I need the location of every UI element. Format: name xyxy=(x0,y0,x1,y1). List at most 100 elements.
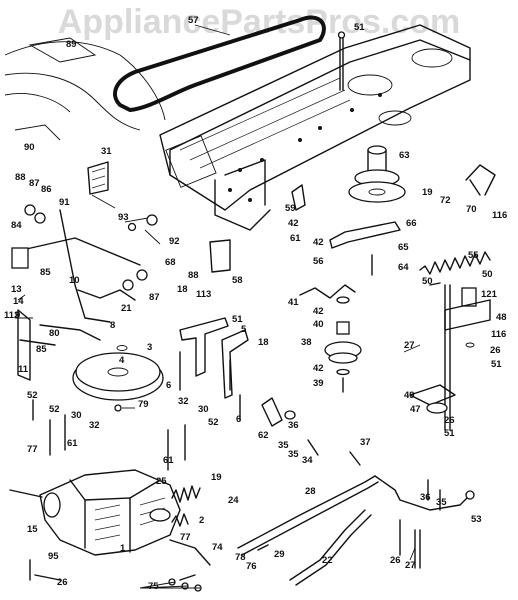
part-label-88: 88 xyxy=(188,270,199,281)
part-label-41: 41 xyxy=(288,297,299,308)
part-label-57: 57 xyxy=(188,15,199,26)
part-label-26: 26 xyxy=(390,555,401,566)
part-label-56: 56 xyxy=(313,256,324,267)
part-label-93: 93 xyxy=(118,212,129,223)
part-label-89: 89 xyxy=(66,39,77,50)
part-label-86: 86 xyxy=(41,184,52,195)
part-label-35: 35 xyxy=(288,449,299,460)
part-label-25: 25 xyxy=(156,476,167,487)
part-label-8: 8 xyxy=(110,320,115,331)
transaxle xyxy=(9,469,211,566)
part-label-78: 78 xyxy=(235,552,246,563)
part-label-30: 30 xyxy=(71,410,82,421)
part-label-113: 113 xyxy=(196,289,211,300)
part-label-27: 27 xyxy=(405,560,416,571)
part-label-62: 62 xyxy=(258,430,269,441)
part-label-48: 48 xyxy=(496,312,507,323)
part-label-24: 24 xyxy=(228,495,239,506)
part-label-80: 80 xyxy=(49,328,60,339)
part-label-32: 32 xyxy=(178,396,189,407)
pulley-63 xyxy=(348,145,406,203)
part-label-88: 88 xyxy=(15,172,26,183)
part-label-6: 6 xyxy=(236,414,241,425)
part-59 xyxy=(291,184,306,211)
part-label-31: 31 xyxy=(101,146,112,157)
idler-stack xyxy=(324,296,362,393)
part-label-75: 75 xyxy=(148,581,159,592)
part-label-55: 55 xyxy=(468,250,479,261)
left-bracket xyxy=(15,294,33,381)
part-label-22: 22 xyxy=(322,555,333,566)
part-label-87: 87 xyxy=(149,292,160,303)
part-label-37: 37 xyxy=(360,437,371,448)
part-label-66: 66 xyxy=(406,218,417,229)
part-label-51: 51 xyxy=(491,359,502,370)
part-label-50: 50 xyxy=(482,269,493,280)
part-label-61: 61 xyxy=(163,455,174,466)
rods xyxy=(237,475,471,586)
part-label-38: 38 xyxy=(301,337,312,348)
deck-shroud xyxy=(4,37,166,141)
part-label-68: 68 xyxy=(165,257,176,268)
part-label-58: 58 xyxy=(232,275,243,286)
bracket-41 xyxy=(299,284,356,299)
part-label-87: 87 xyxy=(29,178,40,189)
part-label-70: 70 xyxy=(466,204,477,215)
part-label-61: 61 xyxy=(67,438,78,449)
part-label-15: 15 xyxy=(27,524,38,535)
part-label-90: 90 xyxy=(24,142,35,153)
bracket-70 xyxy=(465,164,496,196)
part-label-84: 84 xyxy=(11,220,22,231)
part-label-61: 61 xyxy=(290,233,301,244)
part-label-18: 18 xyxy=(258,337,269,348)
part-label-34: 34 xyxy=(302,455,313,466)
part-label-36: 36 xyxy=(420,492,431,503)
part-label-42: 42 xyxy=(313,363,324,374)
part-31 xyxy=(87,161,109,195)
shift-lever xyxy=(11,204,158,346)
part-label-112: 112 xyxy=(4,310,19,321)
part-label-42: 42 xyxy=(313,306,324,317)
pulley-3 xyxy=(72,345,164,401)
part-label-19: 19 xyxy=(422,187,433,198)
leader-lines xyxy=(91,24,421,589)
part-label-47: 47 xyxy=(410,404,421,415)
part-label-50: 50 xyxy=(422,276,433,287)
bracket-113 xyxy=(179,317,229,377)
part-label-26: 26 xyxy=(490,345,501,356)
right-linkage xyxy=(409,284,491,431)
part-label-52: 52 xyxy=(27,390,38,401)
part-label-39: 39 xyxy=(313,378,324,389)
part-label-21: 21 xyxy=(121,303,132,314)
part-label-77: 77 xyxy=(180,532,191,543)
part-label-2: 2 xyxy=(199,515,204,526)
part-label-76: 76 xyxy=(246,561,257,572)
part-label-3: 3 xyxy=(147,342,152,353)
part-label-79: 79 xyxy=(138,399,149,410)
part-62 xyxy=(261,397,296,427)
bracket-58 xyxy=(209,239,231,273)
part-label-4: 4 xyxy=(119,355,125,366)
part-label-74: 74 xyxy=(212,542,223,553)
part-label-36: 36 xyxy=(288,420,299,431)
part-label-35: 35 xyxy=(278,440,289,451)
part-label-52: 52 xyxy=(208,417,219,428)
part-label-26: 26 xyxy=(444,415,455,426)
part-label-85: 85 xyxy=(40,267,51,278)
part-label-91: 91 xyxy=(59,197,70,208)
part-label-51: 51 xyxy=(444,428,455,439)
bracket-5 xyxy=(221,329,249,399)
part-label-9: 9 xyxy=(15,310,20,321)
part-label-85: 85 xyxy=(36,344,47,355)
part-label-35: 35 xyxy=(436,497,447,508)
part-label-92: 92 xyxy=(169,236,180,247)
part-label-28: 28 xyxy=(305,486,316,497)
part-label-19: 19 xyxy=(211,472,222,483)
part-label-51: 51 xyxy=(232,314,243,325)
part-label-14: 14 xyxy=(13,296,24,307)
part-label-32: 32 xyxy=(89,420,100,431)
chassis-frame xyxy=(159,24,471,231)
part-label-42: 42 xyxy=(288,218,299,229)
